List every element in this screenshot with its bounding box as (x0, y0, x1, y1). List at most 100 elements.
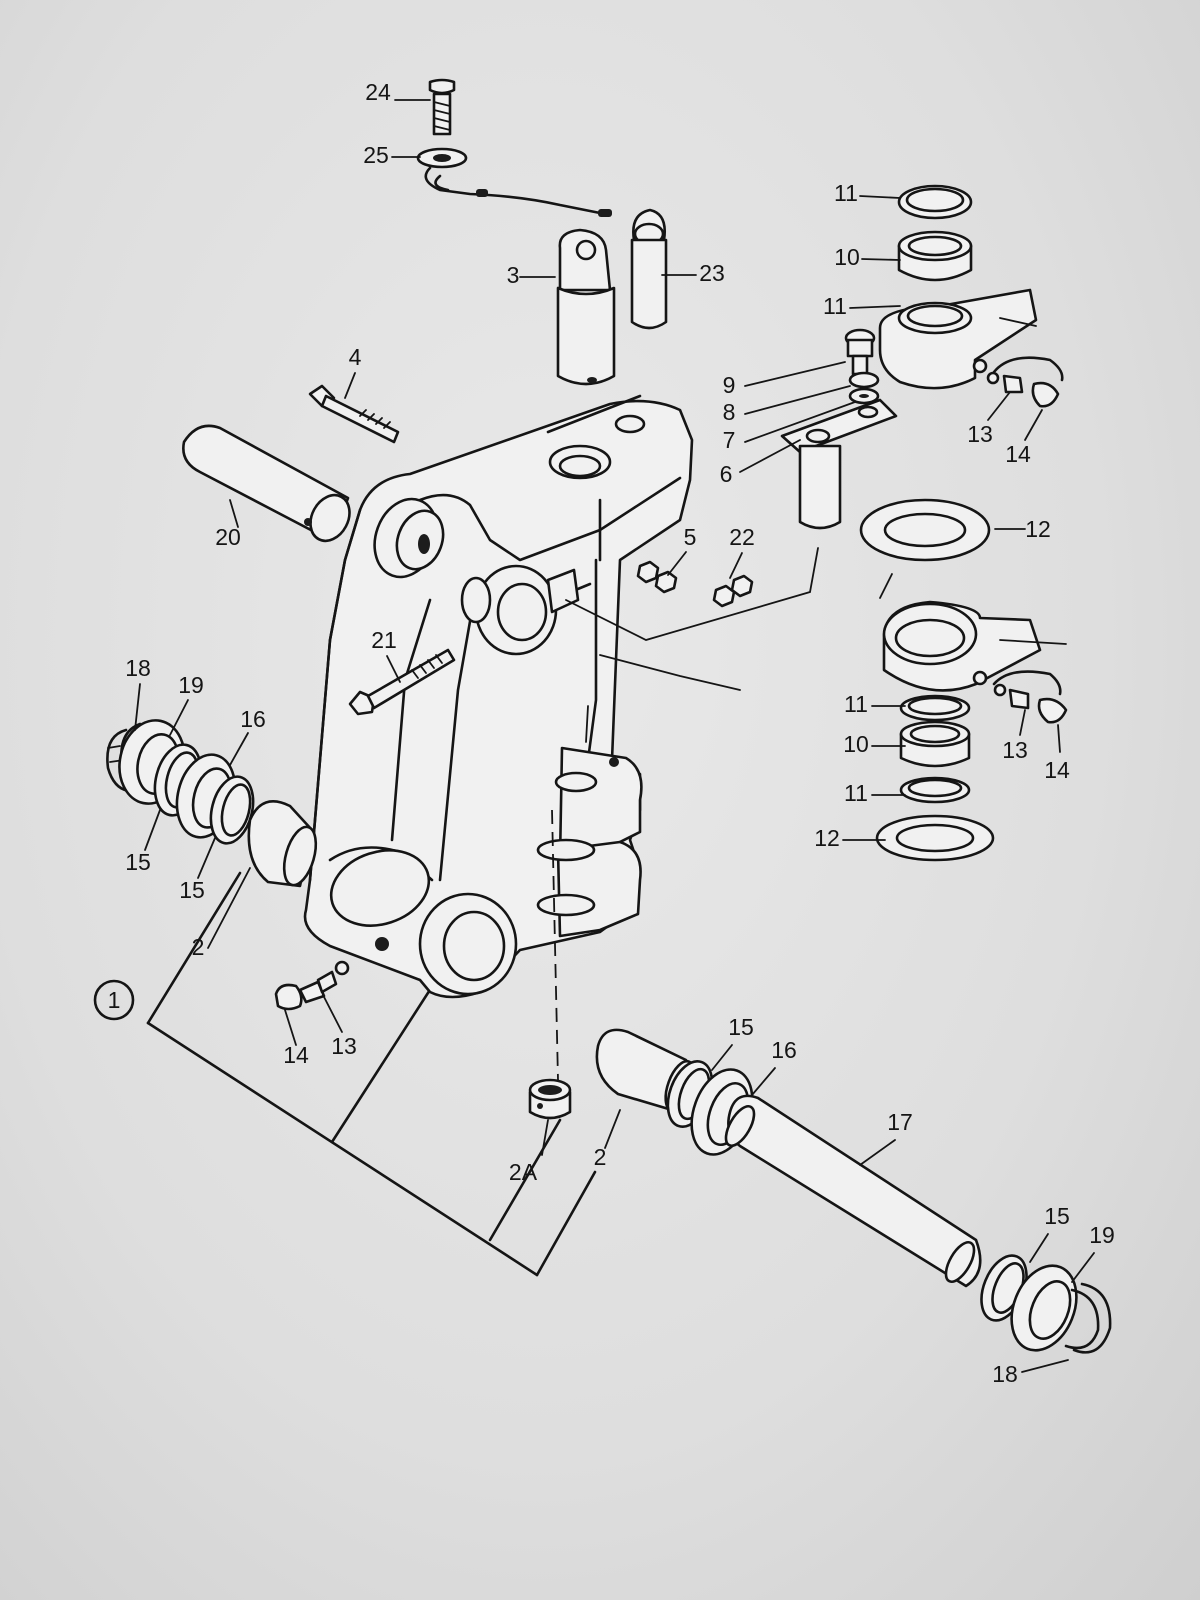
callout-label: 24 (365, 79, 391, 105)
callout-c2A: 2A (509, 1119, 549, 1185)
leader-line (207, 867, 251, 949)
callout-c18a: 18 (125, 655, 151, 731)
bushing-10-lower (899, 720, 971, 768)
callout-c25: 25 (363, 142, 421, 168)
leader-line (229, 732, 249, 766)
pin-23 (630, 208, 668, 330)
center-lines (551, 547, 893, 1081)
callout-label: 3 (507, 262, 520, 288)
callout-c16b: 16 (751, 1037, 797, 1096)
callout-c17: 17 (859, 1109, 913, 1166)
washer-19-right (1010, 1264, 1078, 1352)
thrust-washer-12-top (859, 498, 991, 562)
plate-6 (780, 398, 898, 530)
grease-fitting-lower-left (274, 960, 350, 1011)
upper-housing (878, 288, 1038, 390)
callout-label: 7 (723, 427, 736, 453)
leader-line (744, 401, 856, 443)
callout-label: 17 (887, 1109, 913, 1135)
snap-ring-18-right (1064, 1282, 1112, 1354)
lower-housing (882, 600, 1067, 692)
leader-line (134, 683, 141, 731)
callout-c15b: 15 (179, 837, 216, 903)
callout-label: 20 (215, 524, 241, 550)
pin-20 (182, 424, 351, 543)
callout-c10b: 10 (843, 731, 906, 757)
callout-label: 9 (723, 372, 736, 398)
ring-11-lower-a (899, 694, 971, 722)
nuts-22 (712, 574, 754, 608)
bolt-21 (348, 648, 456, 716)
callout-c13b: 13 (1002, 709, 1028, 763)
callout-label: 12 (1025, 516, 1051, 542)
leader-line (1021, 1359, 1069, 1373)
leader-line (386, 655, 401, 683)
callout-c7: 7 (723, 401, 856, 453)
bushing-2-left (247, 800, 318, 888)
callout-label: 19 (178, 672, 204, 698)
leader-line (1024, 409, 1043, 441)
callout-c2a: 2 (192, 867, 251, 960)
bushing-2A (528, 1078, 572, 1120)
callout-c12a: 12 (994, 516, 1051, 542)
callout-c2b: 2 (594, 1109, 621, 1170)
callout-label: 25 (363, 142, 389, 168)
leader-line (711, 1044, 733, 1071)
washer-7 (848, 387, 880, 405)
washer-8 (848, 371, 880, 389)
callout-c11d: 11 (844, 780, 906, 806)
callout-label: 11 (834, 180, 858, 206)
leader-line (1071, 1252, 1095, 1283)
assembly-ref-circle: 1 (93, 979, 135, 1021)
leader-line (322, 994, 343, 1033)
callout-label: 10 (843, 731, 869, 757)
callout-c8: 8 (723, 385, 851, 425)
leader-line (987, 391, 1011, 421)
leader-line (859, 1139, 896, 1166)
leader-line (744, 385, 851, 415)
callout-label: 14 (283, 1042, 309, 1068)
callout-c21: 21 (371, 627, 401, 683)
bolt-4 (308, 384, 400, 444)
callout-c13a: 13 (967, 391, 1011, 447)
callout-label: 22 (729, 524, 755, 550)
callout-label: 2 (192, 934, 205, 960)
leader-line (859, 195, 901, 199)
thrust-washer-12-bottom (875, 814, 995, 862)
callout-c3: 3 (507, 262, 556, 288)
grease-fitting-lower-right (992, 670, 1068, 724)
leader-line (541, 1119, 549, 1156)
callout-c23: 23 (661, 260, 725, 286)
callout-c19b: 19 (1071, 1222, 1115, 1283)
callout-c15a: 15 (125, 809, 161, 875)
callout-c20: 20 (215, 499, 241, 550)
main-yoke-frame (303, 394, 694, 999)
ring-11-top (897, 184, 973, 220)
leader-line (729, 552, 743, 579)
callout-label: 23 (699, 260, 725, 286)
leader-line (144, 809, 161, 851)
callout-label: 15 (728, 1014, 754, 1040)
assembly-ref-label: 1 (108, 987, 121, 1013)
leader-line (861, 258, 901, 261)
leader-line (744, 361, 846, 387)
leader-line (667, 551, 687, 576)
callout-c24: 24 (365, 79, 431, 105)
leader-line (229, 499, 239, 528)
bolt-9 (844, 328, 876, 376)
washer-25 (416, 147, 468, 169)
callout-label: 15 (179, 877, 205, 903)
callout-label: 2 (594, 1144, 607, 1170)
callout-label: 11 (844, 780, 868, 806)
leader-line (849, 305, 901, 309)
ring-11-lower-b (899, 776, 971, 804)
callout-label: 5 (684, 524, 697, 550)
nuts-5 (636, 560, 678, 594)
callout-c9: 9 (723, 361, 846, 398)
callout-label: 15 (125, 849, 151, 875)
callout-label: 21 (371, 627, 397, 653)
callout-c6: 6 (720, 439, 801, 487)
